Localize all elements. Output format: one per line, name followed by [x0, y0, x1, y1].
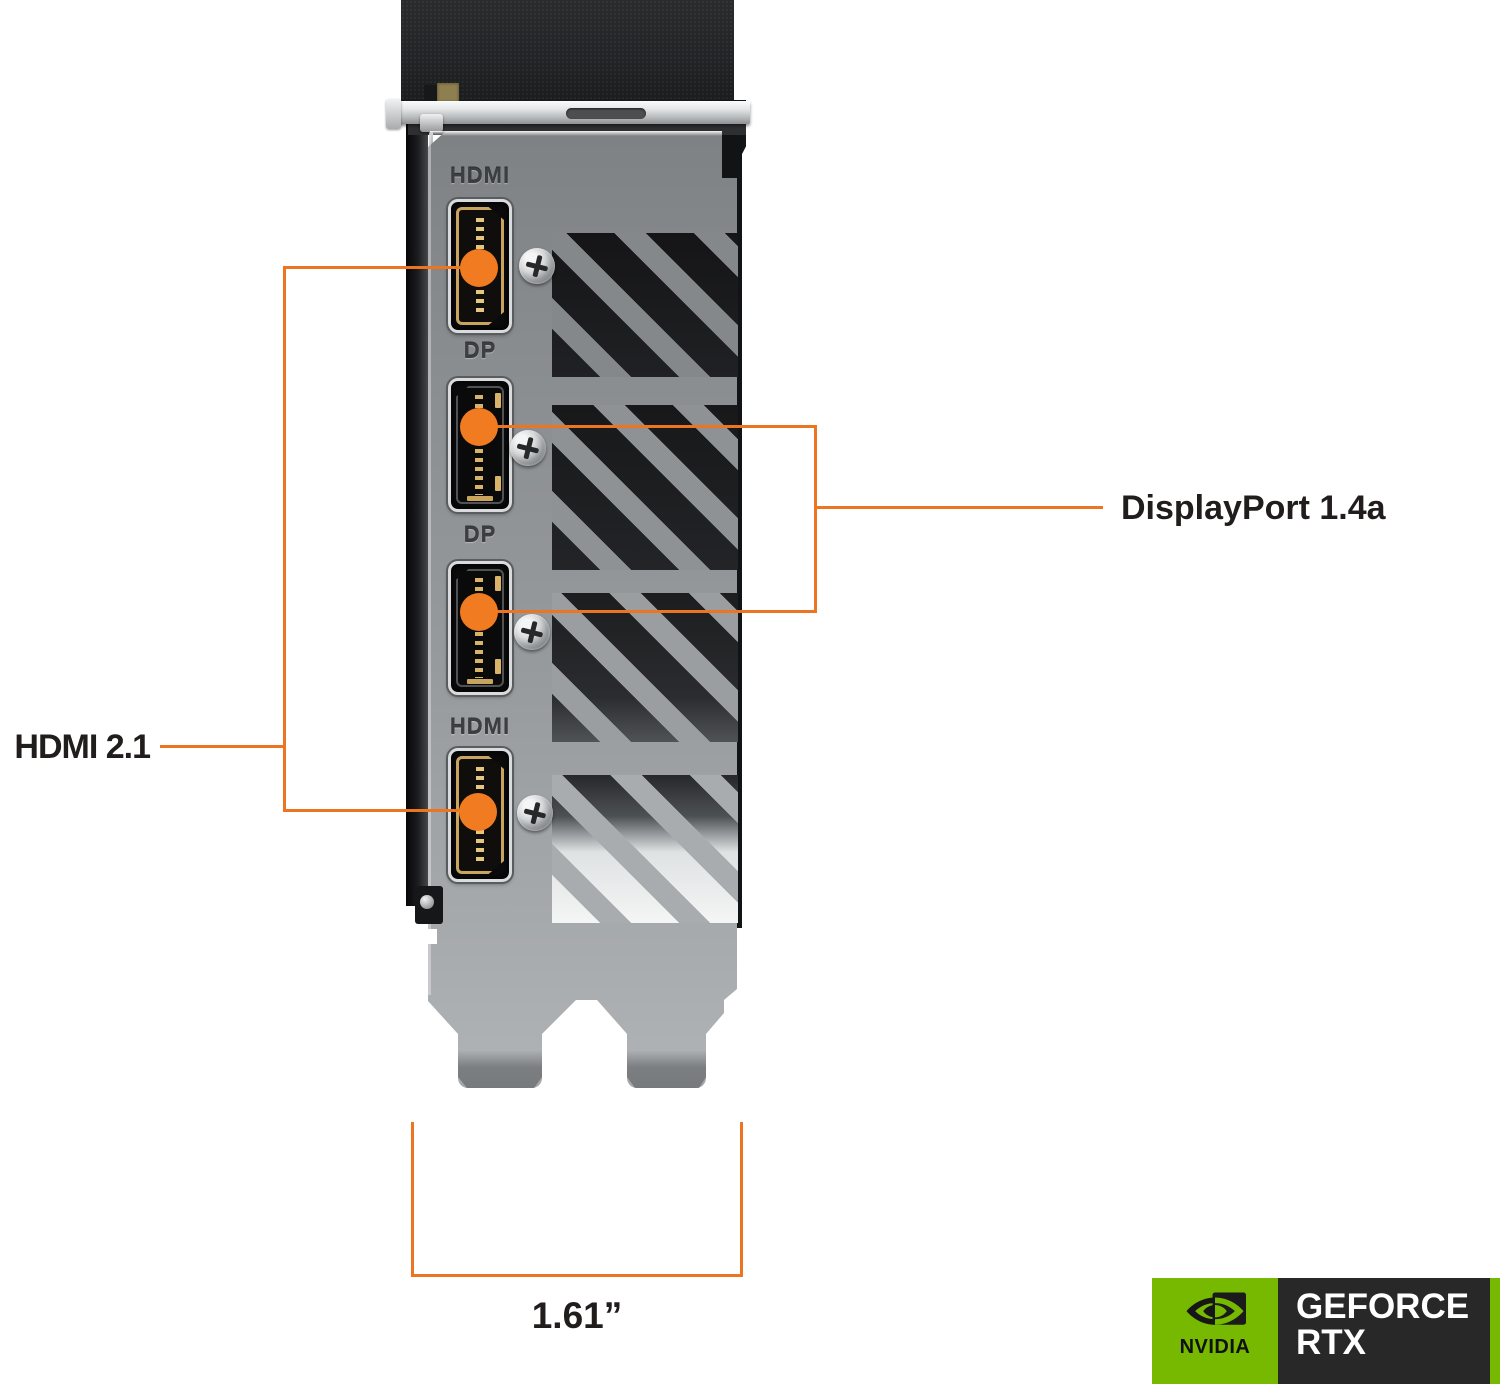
geforce-rtx-panel: GEFORCE RTX — [1278, 1278, 1490, 1384]
vent-group-4 — [552, 775, 738, 923]
bracket-edge-clip-screw — [420, 895, 434, 909]
nvidia-wordmark: NVIDIA — [1179, 1336, 1251, 1358]
hdmi-callout-line-vertical — [283, 266, 286, 812]
dimension-line — [411, 1274, 743, 1277]
bracket-top-highlight — [430, 131, 722, 136]
dp-latch-tab — [495, 476, 501, 491]
flange-hook — [386, 99, 401, 129]
dimension-tick-left — [411, 1122, 414, 1277]
bracket-screw-4 — [517, 795, 553, 831]
dp-latch-tab — [495, 659, 501, 674]
bracket-left-highlight — [428, 135, 431, 995]
hdmi-callout-dot-2 — [459, 793, 497, 831]
port-label-dp-2: DP — [463, 522, 497, 547]
hdmi-callout-line-top — [283, 266, 479, 269]
nvidia-panel: NVIDIA — [1152, 1278, 1278, 1384]
port-label-dp-1: DP — [463, 338, 497, 363]
bracket-screw-3 — [514, 614, 550, 650]
dp-callout-label-line — [814, 506, 1103, 509]
hdmi-callout-line-bottom — [283, 809, 478, 812]
port-label-hdmi-2: HDMI — [449, 714, 511, 739]
bracket-screw-1 — [519, 248, 555, 284]
dimension-tick-right — [740, 1122, 743, 1277]
dimension-label: 1.61” — [531, 1295, 623, 1336]
hdmi-callout-label: HDMI 2.1 — [14, 728, 151, 766]
geforce-text: GEFORCE — [1296, 1287, 1470, 1326]
dp-contact-bar — [467, 496, 493, 501]
dp-callout-label: DisplayPort 1.4a — [1121, 489, 1386, 527]
vent-group-2 — [552, 405, 738, 570]
bracket-screw-2 — [510, 430, 546, 466]
bracket-foot-right — [627, 1050, 706, 1088]
bracket-left-edge — [406, 120, 428, 906]
flange-screw-slot — [566, 108, 646, 119]
pcb-connector — [437, 83, 459, 103]
bracket-hex-screw — [420, 114, 443, 132]
dp-callout-line-top — [479, 425, 816, 428]
nvidia-eye-icon — [1186, 1292, 1246, 1325]
dp-callout-line-bottom — [479, 610, 816, 613]
dp-callout-dot-1 — [460, 408, 498, 446]
rtx-text: RTX — [1296, 1323, 1366, 1362]
dp-callout-line-vertical — [814, 425, 817, 613]
dp-callout-dot-2 — [460, 593, 498, 631]
pcb-edge — [424, 85, 437, 103]
badge-green-strip — [1490, 1278, 1500, 1384]
bracket-foot-left — [458, 1050, 542, 1088]
dp-latch-tab — [495, 576, 501, 591]
hdmi-callout-dot-1 — [460, 249, 498, 287]
nvidia-geforce-rtx-badge: NVIDIA GEFORCE RTX — [1152, 1278, 1500, 1384]
vent-group-3 — [552, 593, 738, 742]
port-label-hdmi-1: HDMI — [449, 163, 511, 188]
dp-contact-bar — [467, 679, 493, 684]
hdmi-callout-label-line — [160, 745, 284, 748]
dp-latch-tab — [495, 393, 501, 408]
vent-group-1 — [552, 233, 738, 377]
